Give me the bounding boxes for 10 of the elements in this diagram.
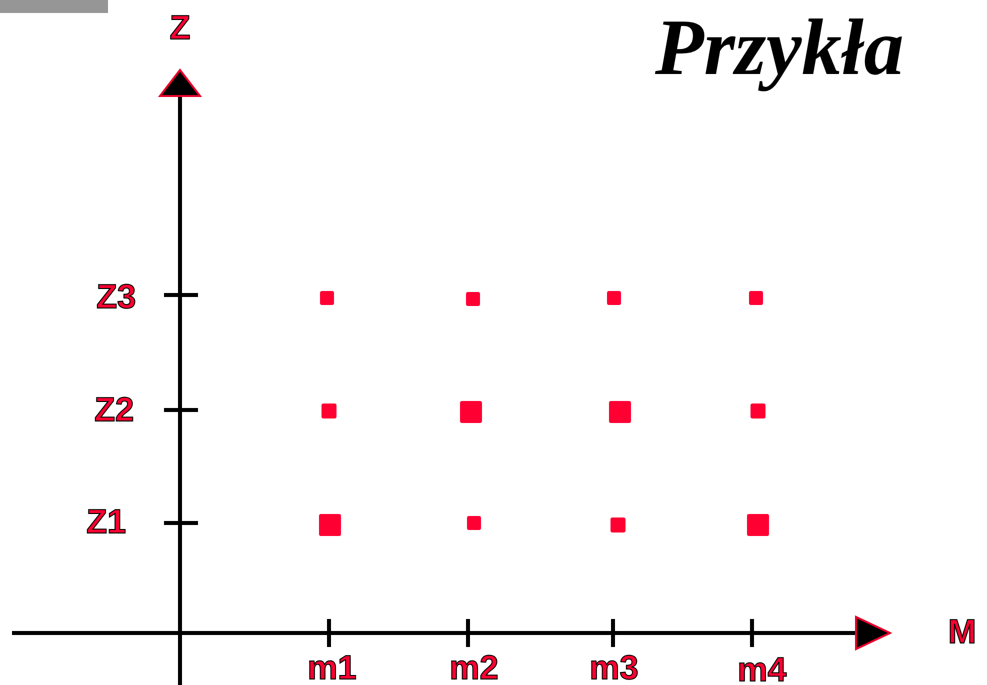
axis-label: m2 [449,651,499,685]
axis-label: Z [170,11,190,45]
axis-label: M [948,615,976,649]
axis-label: m3 [589,651,639,685]
axis-label: m4 [737,653,787,685]
axis-label: m1 [307,651,357,685]
axis-label: Z1 [86,505,126,539]
title: Przykła [655,3,904,94]
axis-label: Z2 [94,393,134,427]
axis-label: Z3 [96,280,136,314]
